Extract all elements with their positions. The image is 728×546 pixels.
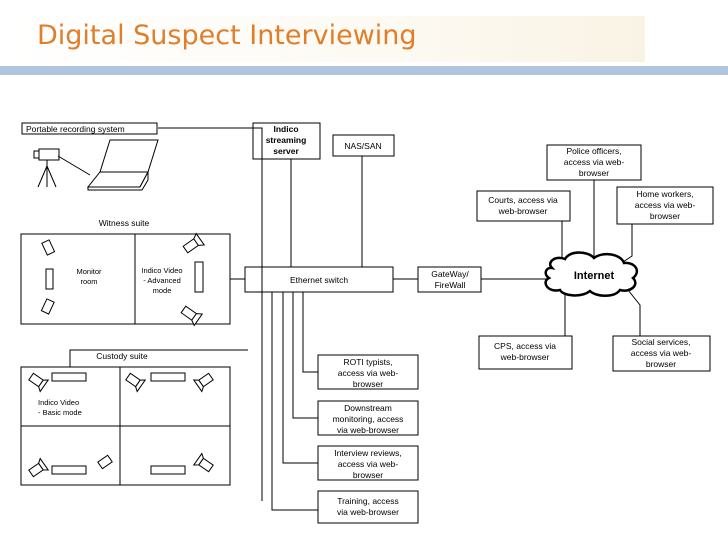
reviews-line1: Interview reviews,: [334, 448, 402, 458]
home-line3: browser: [650, 211, 680, 221]
police-line2: access via web-: [564, 157, 625, 167]
tripod-camera-icon: [33, 148, 91, 188]
laptop-icon: [86, 139, 159, 191]
police-line3: browser: [579, 168, 609, 178]
roti-line1: ROTI typists,: [343, 357, 392, 367]
downstream-line2: monitoring, access: [333, 414, 404, 424]
indico-server-line1: Indico: [273, 124, 298, 134]
advanced-mode-line2: - Advanced: [143, 276, 181, 285]
downstream-line1: Downstream: [344, 403, 392, 413]
camera-icon: [180, 305, 204, 327]
courts-line1: Courts, access via: [488, 195, 558, 205]
police-line1: Police officers,: [566, 146, 621, 156]
gateway-line1: GateWay/: [431, 269, 469, 279]
nas-box: [332, 134, 395, 157]
home-line1: Home workers,: [636, 189, 693, 199]
roti-line2: access via web-: [338, 368, 399, 378]
screen-icon: [150, 372, 186, 382]
social-line1: Social services,: [631, 337, 690, 347]
reviews-line3: browser: [353, 470, 383, 480]
gateway-line2: FireWall: [435, 280, 466, 290]
training-line1: Training, access: [337, 496, 399, 506]
reviews-line2: access via web-: [338, 459, 399, 469]
camera-icon: [41, 239, 56, 256]
advanced-mode-line1: Indico Video: [141, 266, 182, 275]
internet-label: Internet: [574, 270, 615, 282]
training-box: [317, 490, 419, 524]
screen-icon: [194, 261, 204, 293]
witness-suite-label: Witness suite: [99, 218, 150, 228]
social-line2: access via web-: [631, 348, 692, 358]
home-workers-box: [616, 186, 714, 225]
screen-icon: [51, 465, 87, 475]
ethernet-switch-label: Ethernet switch: [290, 275, 348, 285]
monitor-icon: [45, 268, 54, 290]
slide-title: Digital Suspect Interviewing: [37, 20, 417, 51]
courts-box: [476, 190, 571, 222]
courts-line2: web-browser: [498, 206, 548, 216]
camera-icon: [125, 372, 147, 393]
cps-line1: CPS, access via: [494, 341, 556, 351]
social-line3: browser: [646, 359, 676, 369]
portable-label: Portable recording system: [26, 124, 125, 134]
screen-icon: [150, 465, 186, 475]
monitor-room-line2: room: [80, 277, 97, 286]
nas-label: NAS/SAN: [344, 141, 381, 151]
indico-server-line2: streaming: [266, 135, 307, 145]
indico-server-line3: server: [273, 146, 299, 156]
camera-icon: [28, 372, 50, 393]
cps-box: [478, 335, 573, 370]
cps-line2: web-browser: [500, 352, 550, 362]
basic-mode-line2: - Basic mode: [38, 408, 82, 417]
screen-icon: [51, 372, 87, 382]
roti-line3: browser: [353, 379, 383, 389]
internet-cloud-icon: [544, 251, 639, 297]
advanced-mode-line3: mode: [153, 286, 172, 295]
title-underline-bar: [0, 66, 728, 75]
portable-label-box: [21, 122, 158, 135]
home-line2: access via web-: [635, 200, 696, 210]
camera-icon: [28, 457, 50, 478]
camera-icon: [192, 452, 214, 473]
camera-icon: [192, 372, 214, 393]
custody-suite-label: Custody suite: [96, 351, 148, 361]
camera-icon: [40, 298, 55, 315]
indico-server-box: [252, 122, 321, 160]
title-background: [0, 16, 645, 62]
social-services-box: [612, 335, 711, 372]
downstream-line3: via web-browser: [337, 425, 399, 435]
camera-icon: [182, 232, 206, 254]
basic-mode-line1: Indico Video: [38, 398, 79, 407]
training-line2: via web-browser: [337, 507, 399, 517]
camera-icon: [97, 454, 113, 470]
monitor-room-line1: Monitor: [76, 267, 102, 276]
